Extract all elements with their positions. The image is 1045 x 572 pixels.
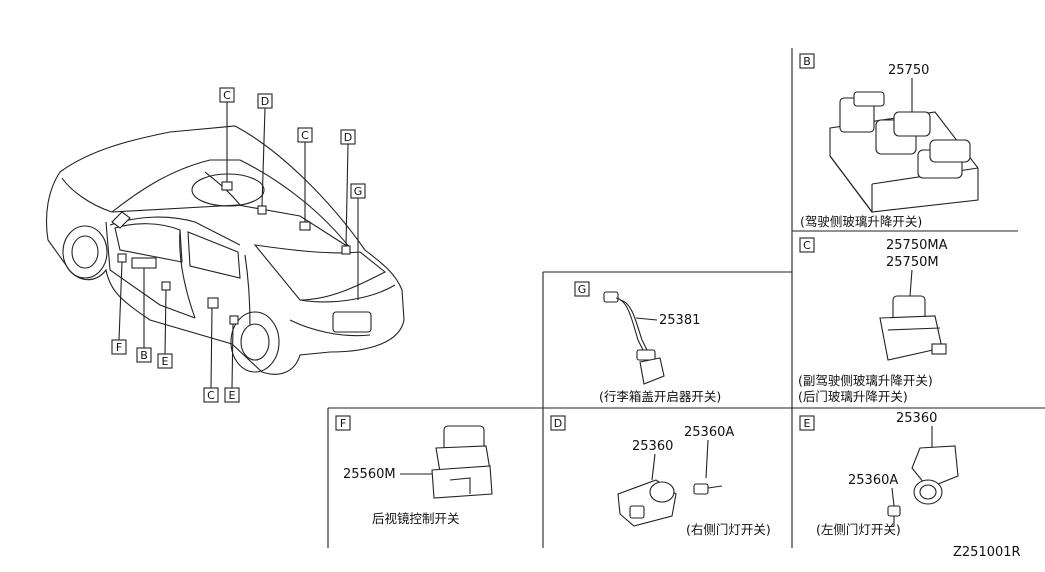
panel-c-caption-a: (副驾驶侧玻璃升降开关) bbox=[798, 373, 933, 388]
panel-b: B 25750 (驾驶侧玻璃升降开关) bbox=[799, 53, 979, 229]
part-25750m-label: 25750M bbox=[886, 255, 939, 270]
panel-d-caption: (右侧门灯开关) bbox=[686, 522, 771, 537]
panel-e-caption: (左侧门灯开关) bbox=[816, 522, 901, 537]
panel-b-letter: B bbox=[803, 55, 811, 68]
panel-c: C 25750MA 25750M (副驾驶侧玻璃升降开关) (后门玻璃升降开关) bbox=[798, 237, 948, 404]
panel-f-letter: F bbox=[340, 417, 346, 430]
panel-c-letter: C bbox=[803, 239, 811, 252]
part-25750ma-label: 25750MA bbox=[886, 238, 948, 253]
callout-c-3: C bbox=[207, 389, 215, 402]
switch-button-3 bbox=[893, 111, 931, 137]
panel-c-caption-b: (后门玻璃升降开关) bbox=[798, 389, 908, 404]
part-25360a-label-e: 25360A bbox=[848, 473, 898, 488]
callout-b: B bbox=[140, 349, 148, 362]
part-25360-label-e: 25360 bbox=[896, 411, 937, 426]
callout-f: F bbox=[116, 341, 122, 354]
panel-borders bbox=[327, 48, 1045, 548]
panel-f-caption: 后视镜控制开关 bbox=[372, 511, 460, 526]
callout-e-1: E bbox=[162, 355, 169, 368]
panel-g-caption: (行李箱盖开启器开关) bbox=[599, 389, 721, 404]
car-callouts: C D C D G F B E C E bbox=[111, 87, 366, 403]
callout-d-1: D bbox=[261, 95, 269, 108]
panel-e-letter: E bbox=[804, 417, 811, 430]
part-25381-label: 25381 bbox=[659, 313, 700, 328]
panel-e: E 25360 25360A (左侧门灯开关) bbox=[799, 411, 959, 537]
panel-d-letter: D bbox=[554, 417, 562, 430]
panel-b-caption: (驾驶侧玻璃升降开关) bbox=[800, 214, 922, 229]
part-25360a-label-d: 25360A bbox=[684, 425, 734, 440]
part-25750-label: 25750 bbox=[888, 63, 929, 78]
callout-d-2: D bbox=[344, 131, 352, 144]
car-illustration bbox=[45, 125, 405, 375]
callout-e-2: E bbox=[229, 389, 236, 402]
callout-c-1: C bbox=[223, 89, 231, 102]
part-25560m-label: 25560M bbox=[343, 467, 396, 482]
panel-d: D 25360A 25360 (右侧门灯开关) bbox=[550, 415, 771, 537]
figure-id-code: Z251001R bbox=[953, 545, 1021, 560]
part-25360-label-d: 25360 bbox=[632, 439, 673, 454]
panel-f: F 25560M 后视镜控制开关 bbox=[335, 415, 493, 526]
panel-g: G 25381 (行李箱盖开启器开关) bbox=[574, 281, 721, 404]
callout-g: G bbox=[354, 185, 363, 198]
panel-g-letter: G bbox=[578, 283, 587, 296]
callout-c-2: C bbox=[301, 129, 309, 142]
